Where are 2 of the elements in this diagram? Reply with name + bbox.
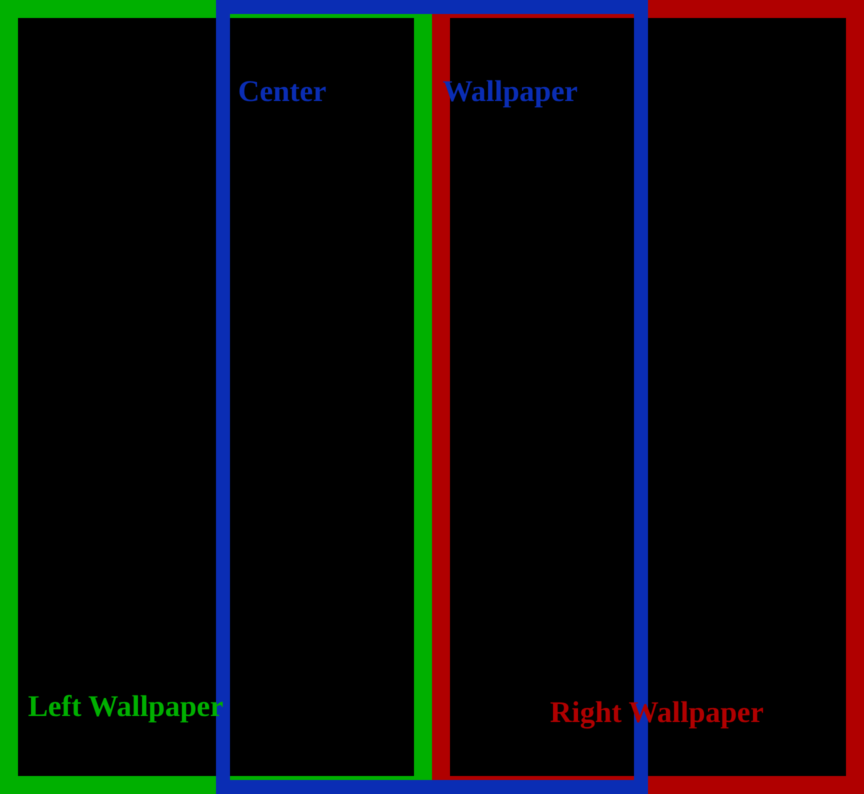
outlined-frame	[0, 0, 432, 794]
outlined-frame	[432, 0, 864, 794]
